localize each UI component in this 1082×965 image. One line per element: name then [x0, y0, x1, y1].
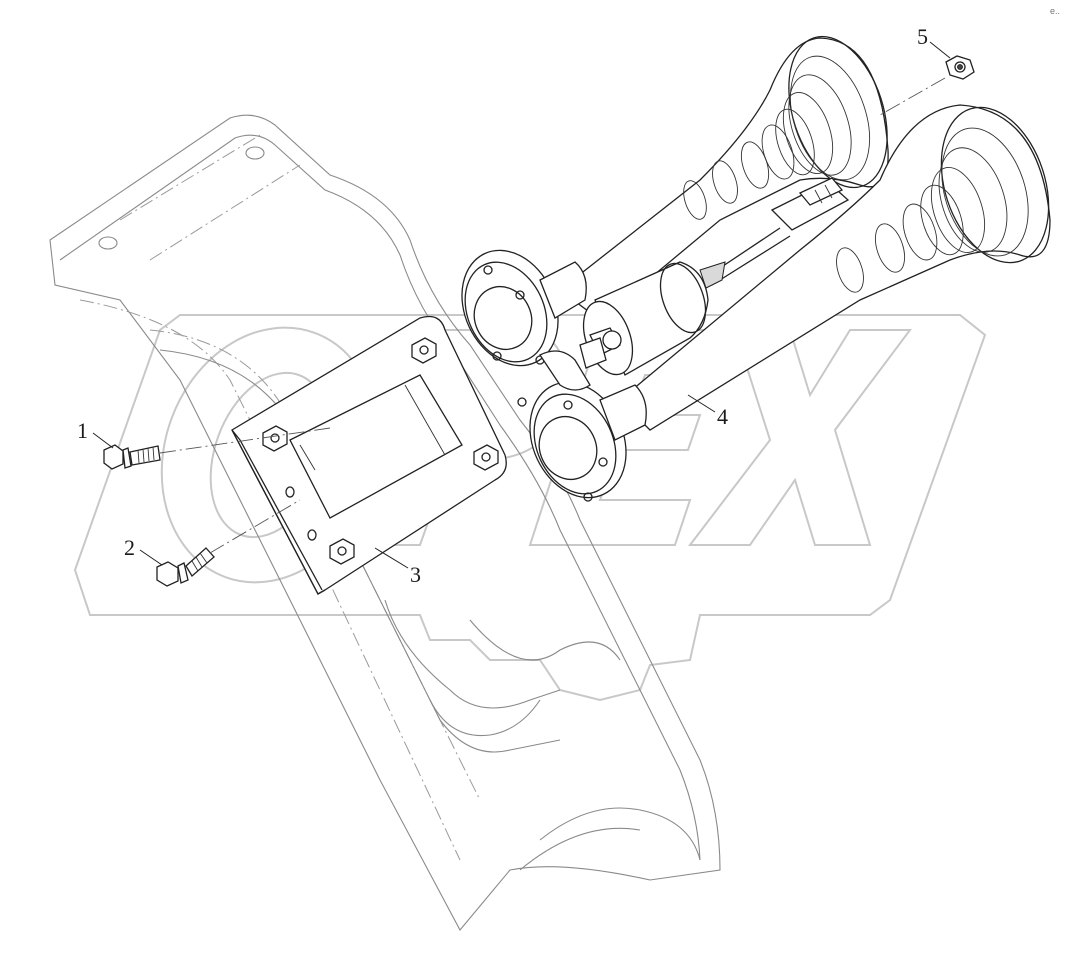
nut-5 — [879, 55, 975, 116]
weld-nut-left — [262, 425, 288, 452]
electrical-connector — [699, 177, 850, 289]
callout-5: 5 — [917, 24, 928, 49]
weld-nut-top — [411, 337, 437, 364]
horn-flange-upper — [461, 249, 587, 367]
callout-3: 3 — [410, 562, 421, 587]
horn-trumpet-lower — [619, 104, 1051, 431]
bolt-2 — [156, 499, 301, 587]
callout-2: 2 — [124, 535, 135, 560]
weld-nut-bottom — [329, 538, 355, 565]
mounting-bracket-plate — [231, 315, 507, 595]
flange-link — [539, 350, 591, 391]
air-horn-assembly — [461, 35, 1051, 502]
callout-leaders — [92, 41, 951, 569]
horn-flange-lower — [517, 381, 647, 502]
corner-mark: e.. — [1050, 6, 1060, 16]
callout-1: 1 — [77, 418, 88, 443]
bolt-1 — [103, 427, 331, 470]
horn-solenoid — [579, 261, 709, 376]
callout-4: 4 — [717, 404, 728, 429]
horn-trumpet-upper — [558, 35, 889, 321]
weld-nut-right — [473, 444, 499, 471]
